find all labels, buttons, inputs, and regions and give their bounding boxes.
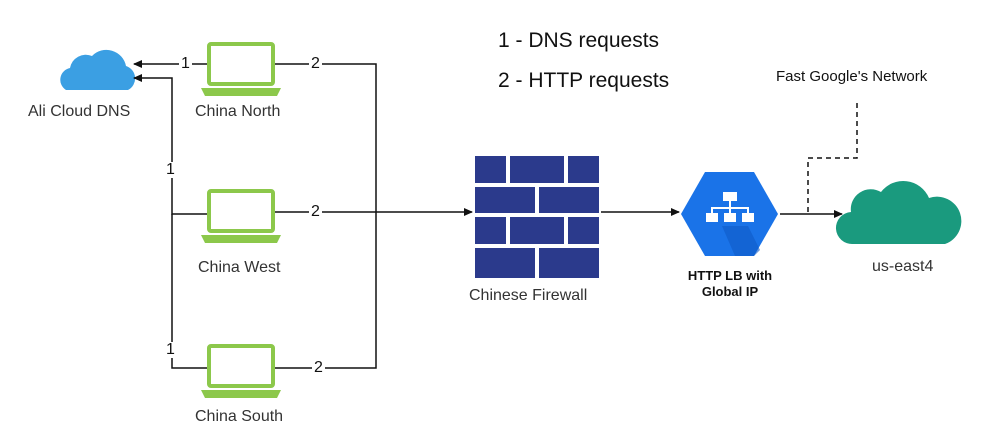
laptop-icon-china-south [201,344,281,398]
us-east4-label: us-east4 [872,258,934,275]
cloud-icon-dns [60,49,136,90]
edge-west-dns [133,74,207,215]
firewall-icon [475,156,599,278]
edge-north-http [275,63,377,212]
dns-label: Ali Cloud DNS [28,103,131,120]
legend-http-requests: 2 - HTTP requests [498,69,670,92]
legend-dns-requests: 1 - DNS requests [498,29,660,52]
laptop-icon-china-west [201,189,281,243]
china-north-label: China North [195,103,281,120]
edge-label-north-dns: 1 [179,55,192,72]
edge-south-dns [171,214,207,369]
edge-label-south-dns: 1 [164,341,177,358]
china-west-label: China West [198,259,281,276]
china-south-label: China South [195,408,284,425]
lb-label: HTTP LB with Global IP [672,268,788,300]
edge-label-north-http: 2 [309,55,322,72]
network-note-leader [807,101,858,212]
edge-label-west-http: 2 [309,203,322,220]
network-note: Fast Google's Network [776,68,928,85]
lb-label-line2: Global IP [701,284,759,299]
edge-south-http [275,212,377,369]
cloud-icon-us-east4 [835,180,962,245]
load-balancer-icon [681,172,778,256]
laptop-icon-china-north [201,42,281,96]
edge-label-south-http: 2 [312,359,325,376]
firewall-label: Chinese Firewall [469,287,588,304]
edge-label-west-dns: 1 [164,161,177,178]
lb-label-line1: HTTP LB with [687,268,773,283]
